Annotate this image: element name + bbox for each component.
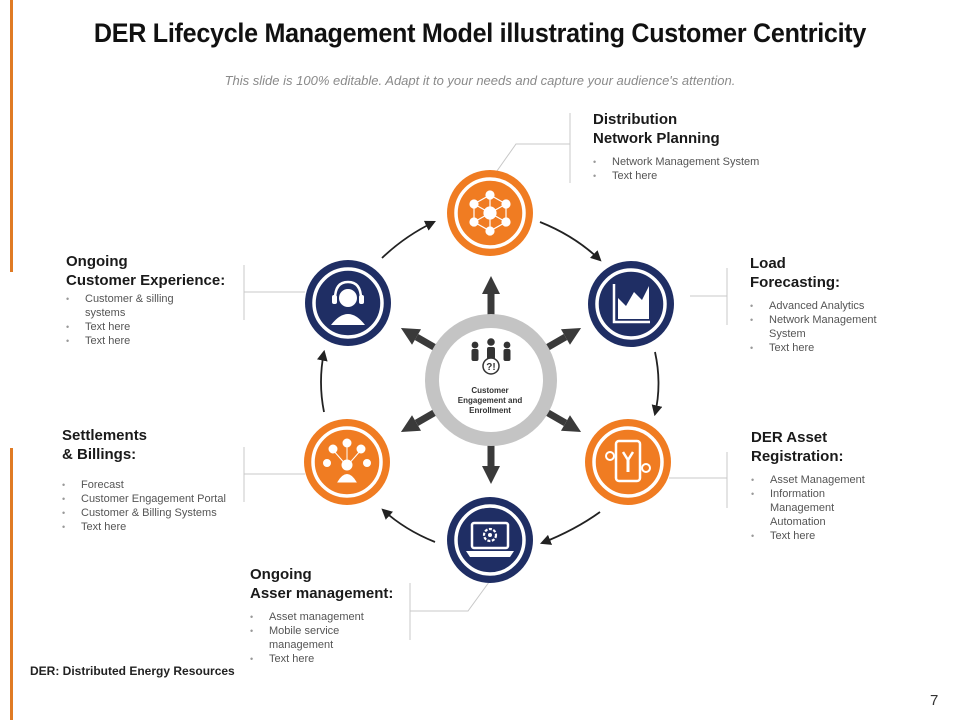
bullet-list: Customer & silling systems Text here Tex… [66, 292, 246, 348]
bullet-item: Customer & Billing Systems [62, 506, 252, 520]
bullet-item: Text here [593, 169, 793, 183]
cycle-arrow-6 [381, 220, 436, 259]
heading-line: Ongoing [66, 253, 128, 270]
heading-line: Forecasting: [750, 274, 841, 291]
page-number: 7 [930, 692, 939, 709]
stage-circle-ongoing-asset [447, 497, 533, 583]
bullet-item: System [769, 328, 806, 340]
user-network-icon [323, 438, 371, 483]
bullet-item: Network Management [750, 313, 920, 327]
headset-support-icon [331, 280, 365, 325]
heading-line: Customer Experience: [66, 272, 226, 289]
stage-circle-settlements [304, 419, 390, 505]
leader-lines [243, 113, 728, 640]
bullet-item: Text here [750, 341, 920, 355]
heading-line: Settlements [62, 427, 148, 444]
svg-text:?!: ?! [486, 362, 495, 373]
stage-circle-distribution [447, 170, 533, 256]
label-load-forecasting: Load Forecasting: Advanced Analytics Net… [750, 254, 920, 355]
bullet-item: Mobile service [250, 624, 420, 638]
network-nodes-icon [469, 190, 511, 236]
radial-arrow-down [482, 436, 500, 484]
label-customer-experience: Ongoing Customer Experience: Customer & … [66, 252, 246, 348]
slide-title: DER Lifecycle Management Model illustrat… [93, 18, 867, 48]
heading-line: Registration: [751, 448, 844, 465]
bullet-list: Forecast Customer Engagement Portal Cust… [62, 478, 252, 534]
bullet-item: Advanced Analytics [750, 299, 920, 313]
leader-ongoing-asset [410, 577, 493, 612]
bullet-item: Text here [250, 652, 420, 666]
cycle-arrow-5 [317, 349, 328, 413]
label-heading: DER Asset Registration: [751, 428, 921, 466]
heading-line: Ongoing [250, 566, 312, 583]
leader-distribution [491, 143, 570, 179]
bullet-item: Management [770, 502, 835, 514]
people-question-icon: ?! [471, 338, 511, 375]
center-label-line: Customer [471, 386, 509, 395]
label-ongoing-asset: Ongoing Asser management: Asset manageme… [250, 565, 420, 666]
center-label-line: Enrollment [469, 406, 511, 415]
heading-line: & Billings: [62, 446, 137, 463]
accent-bar-bottom [10, 448, 13, 720]
area-chart-icon [612, 284, 650, 324]
bullet-item: Text here [62, 520, 252, 534]
bullet-item: Text here [66, 320, 246, 334]
label-heading: Load Forecasting: [750, 254, 920, 292]
bullet-item: Asset management [250, 610, 420, 624]
cycle-arrow-4 [381, 508, 436, 543]
label-heading: Ongoing Customer Experience: [66, 252, 246, 290]
bullet-item: Network Management System [593, 155, 793, 169]
bullet-list: Asset management Mobile service manageme… [250, 610, 420, 666]
bullet-item: Customer & silling [66, 292, 246, 306]
label-heading: Settlements & Billings: [62, 426, 252, 464]
bullet-item: management [269, 639, 334, 651]
bullet-item: Automation [770, 516, 826, 528]
center-disc [439, 328, 543, 432]
stage-circle-asset-registration [585, 419, 671, 505]
cycle-arrow-3 [539, 511, 601, 545]
bullet-item: Information [751, 487, 921, 501]
cycle-arrows [317, 220, 663, 545]
center-label: Customer Engagement and Enrollment [451, 386, 529, 416]
heading-line: Asser management: [250, 585, 394, 602]
heading-line: Distribution [593, 111, 678, 128]
heading-line: DER Asset [751, 429, 828, 446]
bullet-item: Customer Engagement Portal [62, 492, 252, 506]
bullet-list: Advanced Analytics Network Management Sy… [750, 299, 920, 355]
laptop-gear-icon [466, 521, 514, 557]
cycle-arrow-2 [651, 351, 663, 417]
bullet-item: Text here [66, 334, 246, 348]
footnote: DER: Distributed Energy Resources [30, 664, 235, 678]
bullet-list: Asset Management Information Management … [751, 473, 921, 543]
bullet-item: Asset Management [751, 473, 921, 487]
bullet-item: Text here [751, 529, 921, 543]
bullet-list: Network Management System Text here [593, 155, 793, 183]
cycle-arrow-1 [539, 221, 602, 262]
center-hub: ?! [425, 314, 557, 446]
heading-line: Network Planning [593, 130, 720, 147]
label-settlements: Settlements & Billings: Forecast Custome… [62, 426, 252, 534]
slide-subtitle: This slide is 100% editable. Adapt it to… [224, 73, 736, 88]
mobile-settings-icon [605, 439, 651, 483]
label-heading: Ongoing Asser management: [250, 565, 420, 603]
center-label-line: Engagement and [457, 396, 523, 405]
radial-arrow-up [482, 276, 500, 324]
label-asset-registration: DER Asset Registration: Asset Management… [751, 428, 921, 543]
heading-line: Load [750, 255, 786, 272]
label-heading: Distribution Network Planning [593, 110, 793, 148]
label-distribution: Distribution Network Planning Network Ma… [593, 110, 793, 183]
bullet-item: systems [85, 307, 126, 319]
bullet-item: Forecast [62, 478, 252, 492]
stage-circle-load [588, 261, 674, 347]
accent-bar-top [10, 0, 13, 272]
stage-circle-customer-experience [305, 260, 391, 346]
